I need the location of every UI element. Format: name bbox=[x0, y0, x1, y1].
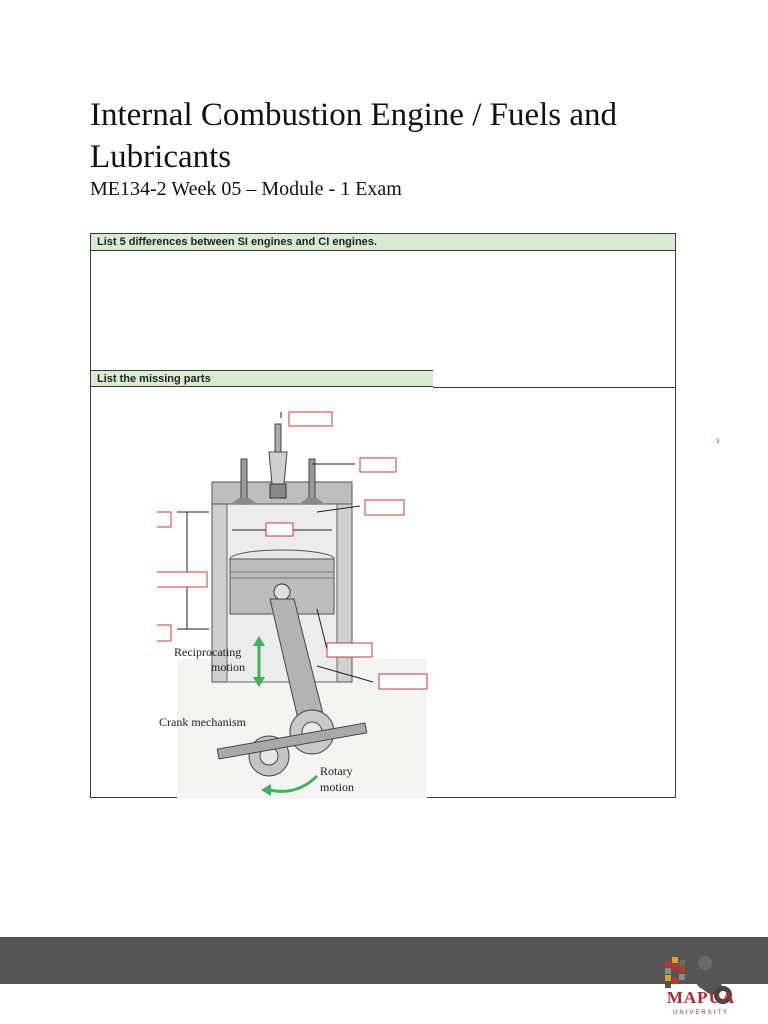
question-1-label: List 5 differences between SI engines an… bbox=[91, 234, 675, 251]
blank-label-box[interactable] bbox=[265, 522, 294, 537]
row-divider bbox=[433, 387, 675, 388]
footer-bar bbox=[0, 937, 768, 984]
question-1-answer-area[interactable] bbox=[91, 251, 675, 370]
label-rotary: Rotary bbox=[320, 764, 353, 778]
exhaust-valve-head bbox=[299, 498, 325, 504]
piston-pin bbox=[273, 583, 291, 601]
mapua-logo-icon bbox=[665, 956, 732, 1004]
leader-line bbox=[316, 665, 374, 683]
intake-valve bbox=[240, 458, 248, 505]
blank-label-box[interactable] bbox=[359, 457, 397, 473]
engine-diagram: Reciprocating motion Crank mechanism Rot… bbox=[157, 411, 428, 799]
rotary-arrow bbox=[268, 774, 319, 793]
exam-table: List 5 differences between SI engines an… bbox=[90, 233, 676, 799]
page-marker: 3 bbox=[716, 439, 720, 445]
spark-plug-tip bbox=[274, 423, 282, 453]
reciprocating-arrowhead-up bbox=[253, 636, 265, 646]
page-subtitle: ME134-2 Week 05 – Module - 1 Exam bbox=[90, 178, 402, 200]
spark-plug-thread bbox=[269, 483, 287, 499]
blank-label-box[interactable] bbox=[157, 511, 172, 528]
leader-line bbox=[316, 608, 328, 650]
blank-label-box[interactable] bbox=[364, 499, 405, 516]
page-title: Internal Combustion Engine / Fuels and L… bbox=[90, 97, 618, 175]
blank-label-box[interactable] bbox=[157, 571, 208, 588]
label-reciprocating: Reciprocating bbox=[174, 645, 241, 659]
question-2-label: List the missing parts bbox=[91, 370, 433, 387]
crank-web bbox=[216, 722, 368, 760]
reciprocating-arrowhead-down bbox=[253, 677, 265, 687]
intake-valve-head bbox=[231, 498, 257, 504]
blank-label-box[interactable] bbox=[157, 624, 172, 642]
blank-label-box[interactable] bbox=[288, 411, 333, 427]
label-reciprocating-motion: motion bbox=[211, 660, 245, 674]
logo-name: MAPUA bbox=[666, 988, 736, 1007]
label-rotary-motion: motion bbox=[320, 780, 354, 794]
label-crank-mechanism: Crank mechanism bbox=[159, 715, 247, 729]
blank-label-box[interactable] bbox=[326, 642, 373, 658]
leader-line bbox=[316, 505, 361, 513]
logo-subtext: UNIVERSITY bbox=[672, 1010, 729, 1016]
rotary-arrowhead bbox=[261, 784, 271, 796]
exhaust-valve bbox=[308, 458, 316, 505]
spark-plug-body bbox=[268, 451, 288, 485]
blank-label-box[interactable] bbox=[378, 673, 428, 690]
